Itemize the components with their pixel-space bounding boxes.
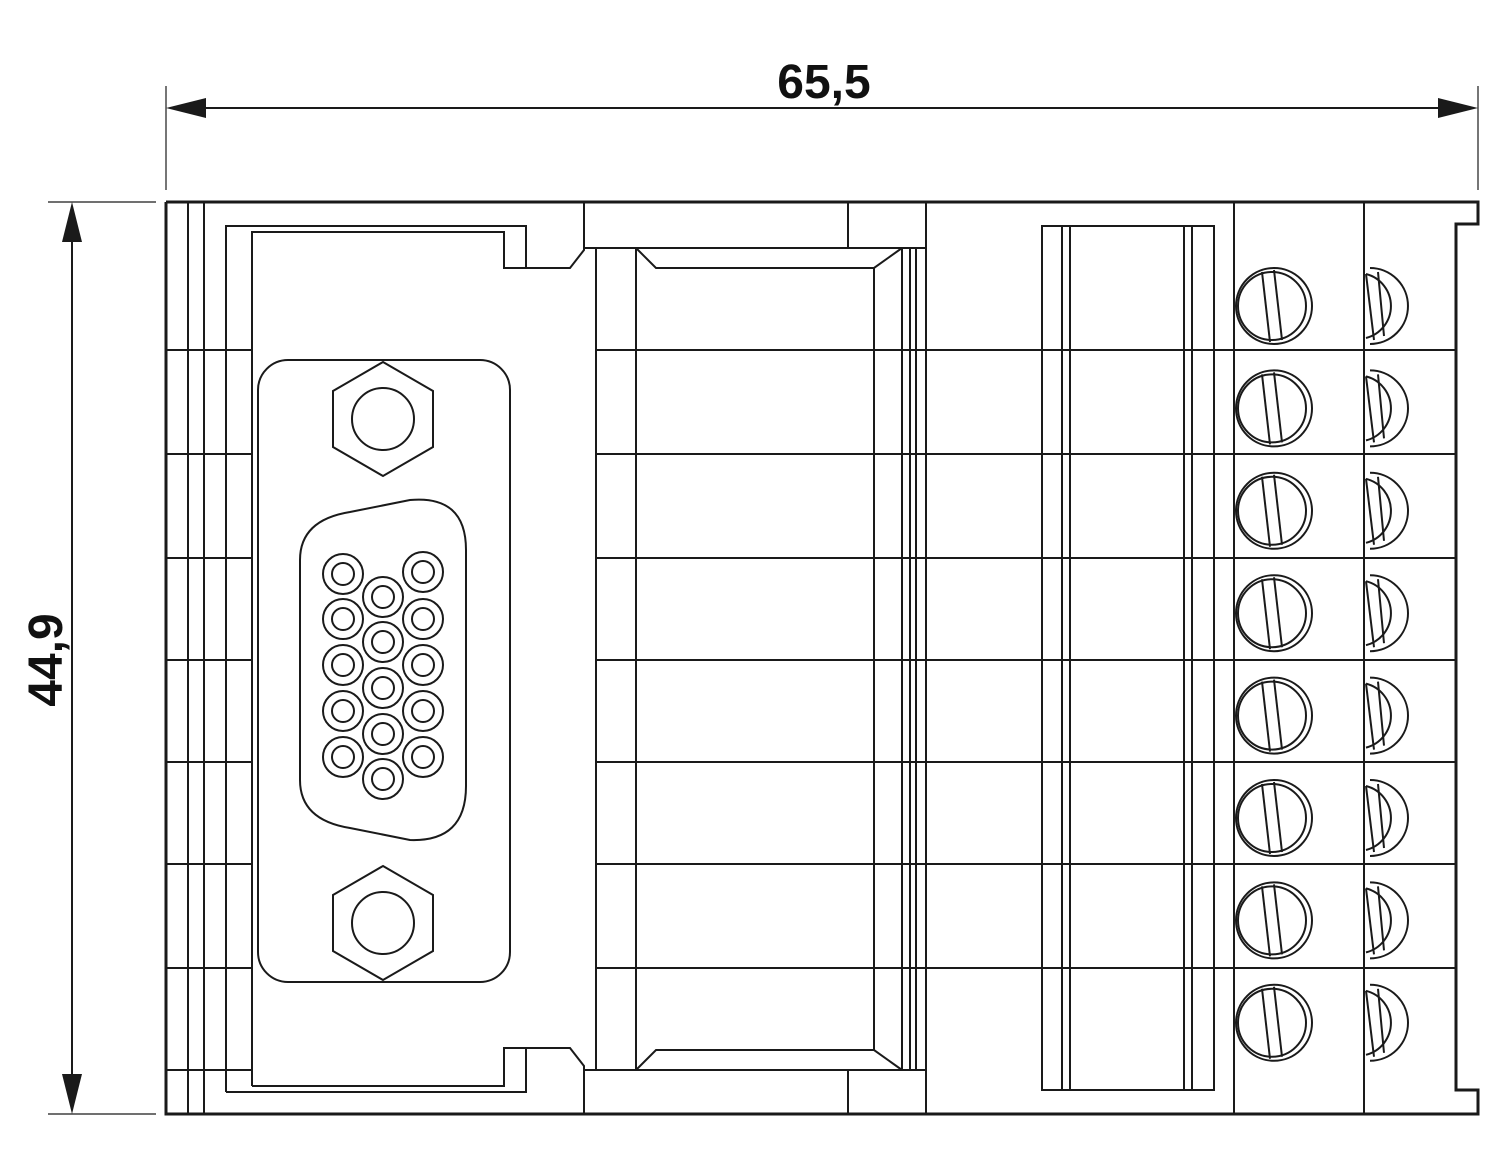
terminal-block xyxy=(1234,267,1456,1062)
terminal-screw xyxy=(1235,471,1313,550)
terminal-screw xyxy=(1235,779,1313,857)
terminal-screw xyxy=(1235,983,1313,1062)
terminal-screw xyxy=(1235,676,1313,755)
terminal-screw-rear xyxy=(1365,983,1409,1062)
width-dimension: 65,5 xyxy=(165,56,1479,190)
terminal-screw-rear xyxy=(1365,779,1409,857)
middle-section xyxy=(584,202,1234,1114)
terminal-screw-rear xyxy=(1365,676,1409,755)
terminal-screw-rear xyxy=(1365,267,1409,345)
terminal-screw xyxy=(1235,574,1313,653)
terminal-screw xyxy=(1235,881,1313,960)
dsub-pins xyxy=(322,551,444,800)
terminal-screw xyxy=(1235,369,1313,448)
width-dimension-label: 65,5 xyxy=(777,56,870,109)
height-dimension-label: 44,9 xyxy=(20,613,73,706)
label-frame xyxy=(1041,202,1365,1114)
housing xyxy=(164,200,1480,1116)
terminal-screw-rear xyxy=(1365,369,1409,448)
connector-plate xyxy=(257,359,511,983)
terminal-screw-rear xyxy=(1365,574,1409,653)
terminal-screw xyxy=(1235,267,1313,345)
dsub-connector xyxy=(257,359,511,983)
screw-column-rear xyxy=(1365,267,1409,1062)
terminal-screw-rear xyxy=(1365,471,1409,550)
screw-column-front xyxy=(1235,267,1313,1062)
hex-nut-bottom xyxy=(332,864,434,982)
dsub-shell xyxy=(299,498,467,842)
height-dimension: 44,9 xyxy=(20,201,156,1115)
terminal-screw-rear xyxy=(1365,881,1409,960)
hex-nut-top xyxy=(332,360,434,478)
